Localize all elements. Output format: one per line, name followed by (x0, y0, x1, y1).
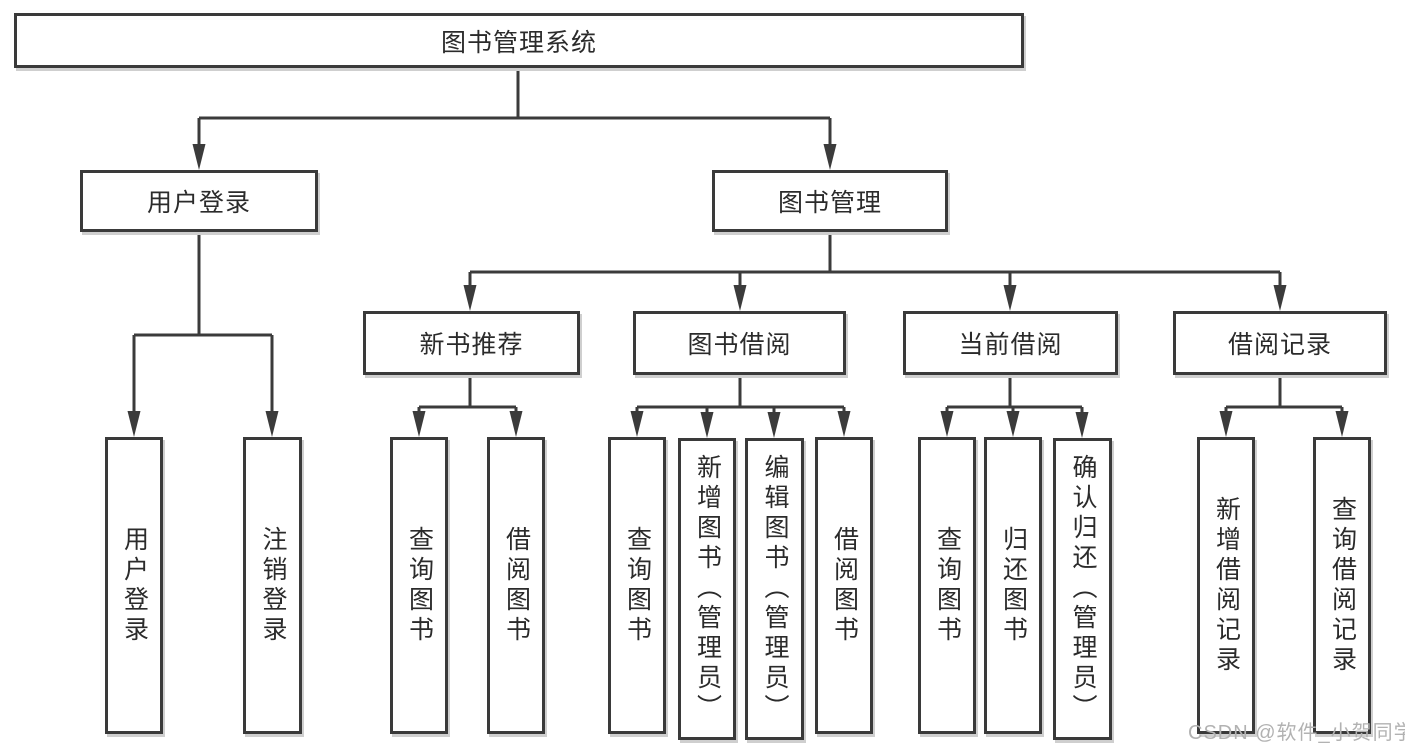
node-root: 图书管理系统 (14, 13, 1024, 68)
leaf-cb-query-books-label: 查询图书 (933, 525, 962, 646)
arrowhead (630, 411, 644, 437)
leaf-br-add-record-label: 新增借阅记录 (1212, 495, 1241, 676)
leaf-cb-confirm-return-admin: 确认归还（管理员） (1053, 438, 1112, 740)
node-new-book-recommendation: 新书推荐 (363, 311, 580, 375)
leaf-cb-return-books-label: 归还图书 (999, 525, 1028, 646)
arrowhead (940, 411, 954, 437)
leaf-cb-query-books: 查询图书 (918, 437, 976, 734)
connector-root-to-level1 (197, 68, 832, 144)
arrowhead (700, 412, 714, 438)
node-book-borrowing: 图书借阅 (633, 311, 846, 375)
leaf-cb-confirm-return-admin-label: 确认归还（管理员） (1069, 454, 1097, 724)
connector-user-login-to-leaves (132, 232, 274, 411)
leaf-br-query-record: 查询借阅记录 (1313, 437, 1371, 734)
leaf-br-add-record: 新增借阅记录 (1197, 437, 1255, 734)
leaf-bb-edit-books-admin: 编辑图书（管理员） (745, 438, 804, 740)
node-borrowing-records-label: 借阅记录 (1227, 331, 1332, 359)
node-user-login-label: 用户登录 (146, 189, 251, 217)
arrowhead (1006, 411, 1020, 437)
arrowhead (463, 285, 477, 311)
arrowhead (1219, 411, 1233, 437)
leaf-bb-query-books: 查询图书 (608, 437, 666, 734)
leaf-br-query-record-label: 查询借阅记录 (1328, 495, 1357, 676)
leaf-nbr-borrow-books: 借阅图书 (487, 437, 545, 734)
node-book-borrowing-label: 图书借阅 (687, 331, 792, 359)
leaf-logout-label: 注销登录 (259, 525, 287, 646)
node-user-login: 用户登录 (80, 170, 318, 232)
leaf-bb-borrow-books: 借阅图书 (815, 437, 873, 734)
arrowhead (1273, 285, 1287, 311)
arrowhead (1003, 285, 1017, 311)
arrowhead (1335, 411, 1349, 437)
arrowhead (837, 411, 851, 437)
arrowhead (767, 412, 781, 438)
arrowhead (265, 411, 279, 437)
leaf-bb-query-books-label: 查询图书 (623, 525, 652, 646)
leaf-bb-edit-books-admin-label: 编辑图书（管理员） (761, 454, 789, 724)
arrowhead (192, 144, 206, 170)
node-new-book-recommendation-label: 新书推荐 (419, 331, 524, 359)
arrowhead (412, 411, 426, 437)
connector-current-borrowing-to-leaves (945, 375, 1084, 412)
arrowhead (1075, 412, 1089, 438)
connector-book-borrowing-to-leaves (635, 375, 846, 412)
node-borrowing-records: 借阅记录 (1173, 311, 1387, 375)
leaf-user-login: 用户登录 (105, 437, 163, 734)
csdn-watermark: CSDN @软件_小贺同学 (1188, 722, 1405, 744)
connector-borrowing-records-to-leaves (1224, 375, 1344, 411)
node-current-borrowing: 当前借阅 (903, 311, 1118, 375)
node-root-label: 图书管理系统 (440, 28, 597, 57)
leaf-nbr-borrow-books-label: 借阅图书 (502, 525, 531, 646)
leaf-cb-return-books: 归还图书 (984, 437, 1042, 734)
connector-book-management-to-level2 (468, 232, 1282, 285)
arrowhead (127, 411, 141, 437)
node-current-borrowing-label: 当前借阅 (958, 331, 1063, 359)
arrowhead (823, 144, 837, 170)
arrowhead (733, 285, 747, 311)
node-book-management: 图书管理 (712, 170, 948, 232)
leaf-bb-add-books-admin: 新增图书（管理员） (678, 438, 736, 740)
arrowhead (509, 411, 523, 437)
leaf-bb-borrow-books-label: 借阅图书 (830, 525, 859, 646)
leaf-logout: 注销登录 (243, 437, 302, 734)
connector-new-book-recommendation-to-leaves (417, 375, 518, 411)
leaf-nbr-query-books-label: 查询图书 (405, 525, 434, 646)
leaf-nbr-query-books: 查询图书 (390, 437, 448, 734)
node-book-management-label: 图书管理 (777, 189, 882, 217)
leaf-bb-add-books-admin-label: 新增图书（管理员） (693, 454, 722, 724)
leaf-user-login-label: 用户登录 (120, 525, 149, 646)
